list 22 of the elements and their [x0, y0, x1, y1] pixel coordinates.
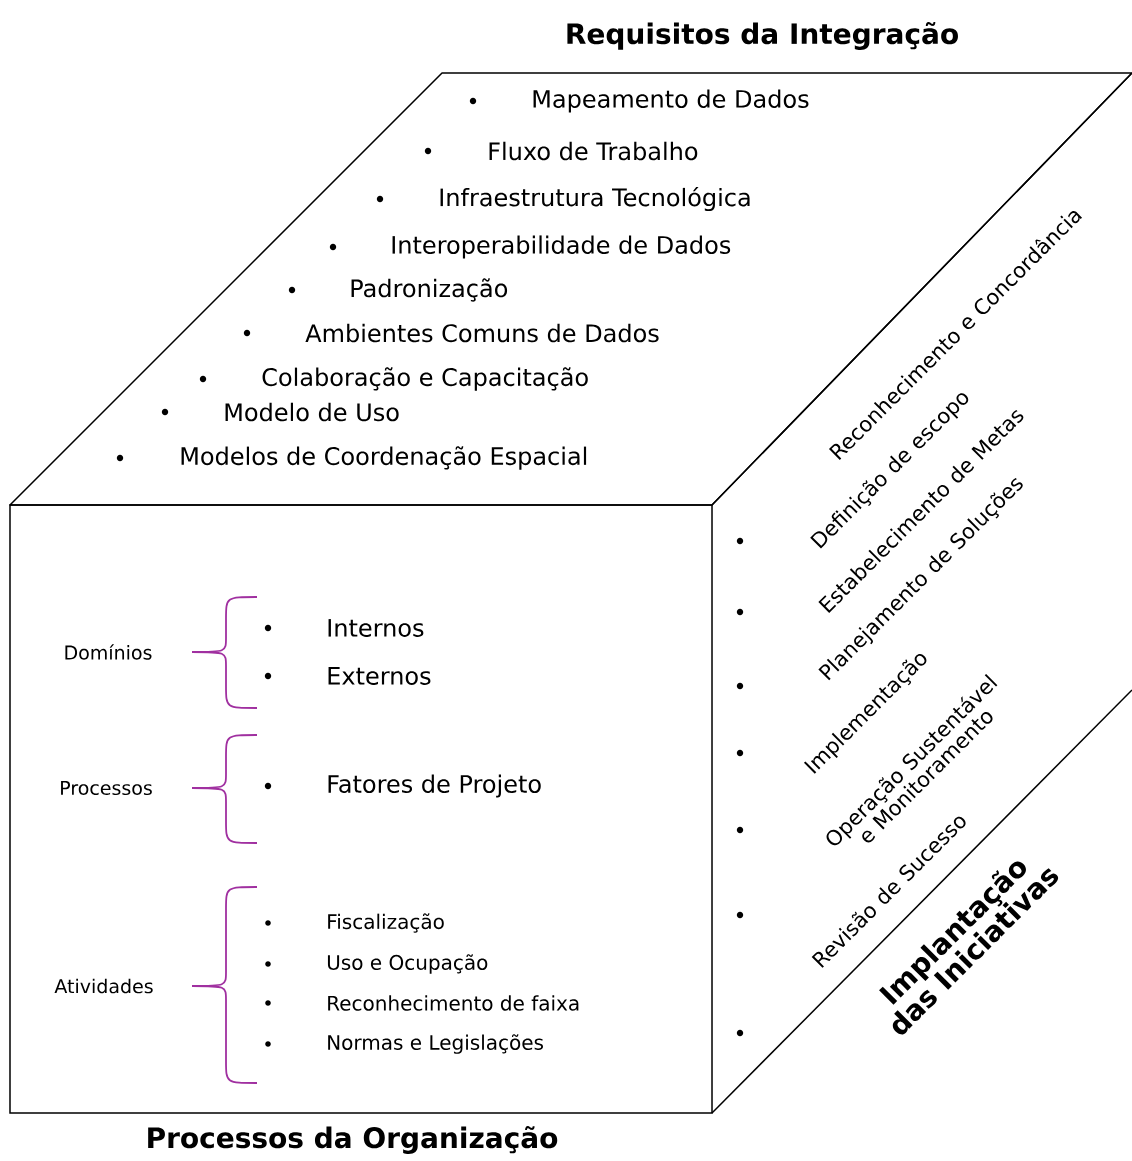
group-label: Domínios — [65, 644, 152, 660]
face-heading: Processos da Organização — [148, 1126, 558, 1154]
list-item: Infraestrutura Tecnológica — [440, 186, 750, 212]
list-item: Interoperabilidade de Dados — [392, 235, 731, 259]
list-item: Modelo de Uso — [225, 402, 399, 422]
list-item: Colaboração e Capacitação — [262, 367, 588, 391]
list-item: Modelos de Coordenação Espacial — [181, 446, 587, 470]
list-item: Fiscalização — [328, 913, 444, 933]
group-label: Processos — [61, 780, 152, 796]
list-item: Internos — [328, 619, 424, 637]
list-item: Ambientes Comuns de Dados — [305, 323, 659, 343]
list-item: Mapeamento de Dados — [533, 89, 809, 113]
list-item: Externos — [328, 667, 431, 685]
list-item: Uso e Ocupação — [327, 954, 488, 974]
list-item: Fluxo de Trabalho — [489, 141, 698, 161]
front-face — [9, 504, 713, 1154]
group-label: Atividades — [54, 978, 153, 994]
list-item: Normas e Legislações — [328, 1034, 544, 1054]
list-item: Reconhecimento de faixa — [328, 995, 579, 1011]
list-item: Padronização — [351, 278, 508, 302]
list-item: Fatores de Projeto — [328, 774, 541, 798]
face-heading: Requisitos da Integração — [567, 22, 958, 50]
